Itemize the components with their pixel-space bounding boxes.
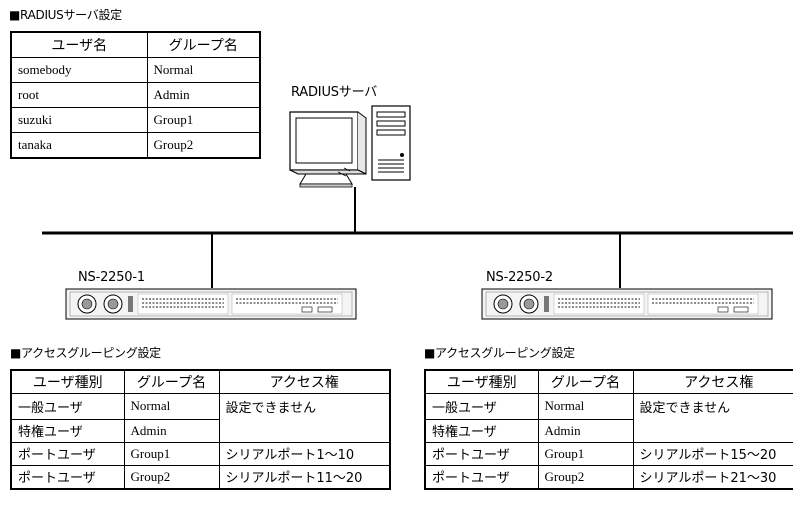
server-tower-icon (371, 105, 411, 181)
group-cell: Admin (537, 418, 634, 443)
column-header-user-type: ユーザ種別 (424, 369, 539, 394)
group-cell: Group1 (123, 441, 220, 466)
device2-label: NS-2250-2 (486, 270, 553, 285)
access-cell: シリアルポート1～10 (218, 441, 391, 466)
access-grouping-table-right-clip: ユーザ種別 グループ名 アクセス権 一般ユーザ Normal 設定できません 特… (424, 369, 793, 509)
group-cell: Group2 (123, 464, 220, 489)
username-cell: root (10, 82, 148, 108)
device1-label: NS-2250-1 (78, 270, 145, 285)
table-row: 特権ユーザ Admin (10, 418, 391, 443)
table-row: ポートユーザ Group1 シリアルポート1～10 (10, 441, 391, 466)
radius-user-table: ユーザ名 グループ名 somebody Normal root Admin su… (10, 31, 261, 159)
table-header-row: ユーザ種別 グループ名 アクセス権 (10, 369, 391, 394)
access-cell: 設定できません (632, 393, 793, 419)
column-header-username: ユーザ名 (10, 31, 148, 58)
group-cell: Group1 (146, 107, 261, 133)
table-header-row: ユーザ種別 グループ名 アクセス権 (424, 369, 793, 394)
user-type-cell: 特権ユーザ (10, 418, 125, 443)
table-row: ポートユーザ Group2 シリアルポート21～30 (424, 464, 793, 489)
radius-server-label: RADIUSサーバ (291, 85, 378, 100)
access-grouping-table-right: ユーザ種別 グループ名 アクセス権 一般ユーザ Normal 設定できません 特… (424, 369, 793, 490)
column-header-group: グループ名 (123, 369, 220, 394)
access-cell (632, 419, 793, 443)
username-cell: somebody (10, 57, 148, 83)
user-type-cell: 一般ユーザ (424, 393, 539, 420)
user-type-cell: 特権ユーザ (424, 418, 539, 443)
access-cell: シリアルポート21～30 (632, 464, 793, 489)
group-cell: Admin (123, 418, 220, 443)
table-row: ポートユーザ Group1 シリアルポート15～20 (424, 441, 793, 466)
access-grouping-table-left: ユーザ種別 グループ名 アクセス権 一般ユーザ Normal 設定できません 特… (10, 369, 391, 490)
user-type-cell: ポートユーザ (10, 441, 125, 466)
group-cell: Group1 (537, 441, 634, 466)
username-cell: tanaka (10, 132, 148, 159)
monitor-icon (289, 111, 367, 188)
column-header-user-type: ユーザ種別 (10, 369, 125, 394)
table-row: suzuki Group1 (10, 107, 261, 133)
access-cell: 設定できません (218, 393, 391, 419)
user-type-cell: 一般ユーザ (10, 393, 125, 420)
user-type-cell: ポートユーザ (424, 464, 539, 489)
username-cell: suzuki (10, 107, 148, 133)
table-header-row: ユーザ名 グループ名 (10, 31, 261, 58)
group-cell: Group2 (146, 132, 261, 159)
radius-section-heading: ■RADIUSサーバ設定 (9, 8, 122, 22)
access-cell: シリアルポート15～20 (632, 441, 793, 466)
group-cell: Group2 (537, 464, 634, 489)
user-type-cell: ポートユーザ (10, 464, 125, 489)
group-cell: Admin (146, 82, 261, 108)
access-grouping-heading-right: ■アクセスグルーピング設定 (424, 346, 575, 360)
group-cell: Normal (123, 393, 220, 420)
access-grouping-heading-left: ■アクセスグルーピング設定 (10, 346, 161, 360)
column-header-access: アクセス権 (632, 369, 793, 394)
table-row: 一般ユーザ Normal 設定できません (10, 393, 391, 420)
table-row: 一般ユーザ Normal 設定できません (424, 393, 793, 420)
table-row: tanaka Group2 (10, 132, 261, 159)
access-cell: シリアルポート11～20 (218, 464, 391, 489)
access-cell (218, 419, 391, 443)
table-row: root Admin (10, 82, 261, 108)
column-header-group: グループ名 (537, 369, 634, 394)
ns2250-2-appliance-icon (481, 288, 773, 320)
table-row: ポートユーザ Group2 シリアルポート11～20 (10, 464, 391, 489)
column-header-access: アクセス権 (218, 369, 391, 394)
user-type-cell: ポートユーザ (424, 441, 539, 466)
group-cell: Normal (537, 393, 634, 420)
table-row: 特権ユーザ Admin (424, 418, 793, 443)
ns2250-1-appliance-icon (65, 288, 357, 320)
column-header-group: グループ名 (146, 31, 261, 58)
